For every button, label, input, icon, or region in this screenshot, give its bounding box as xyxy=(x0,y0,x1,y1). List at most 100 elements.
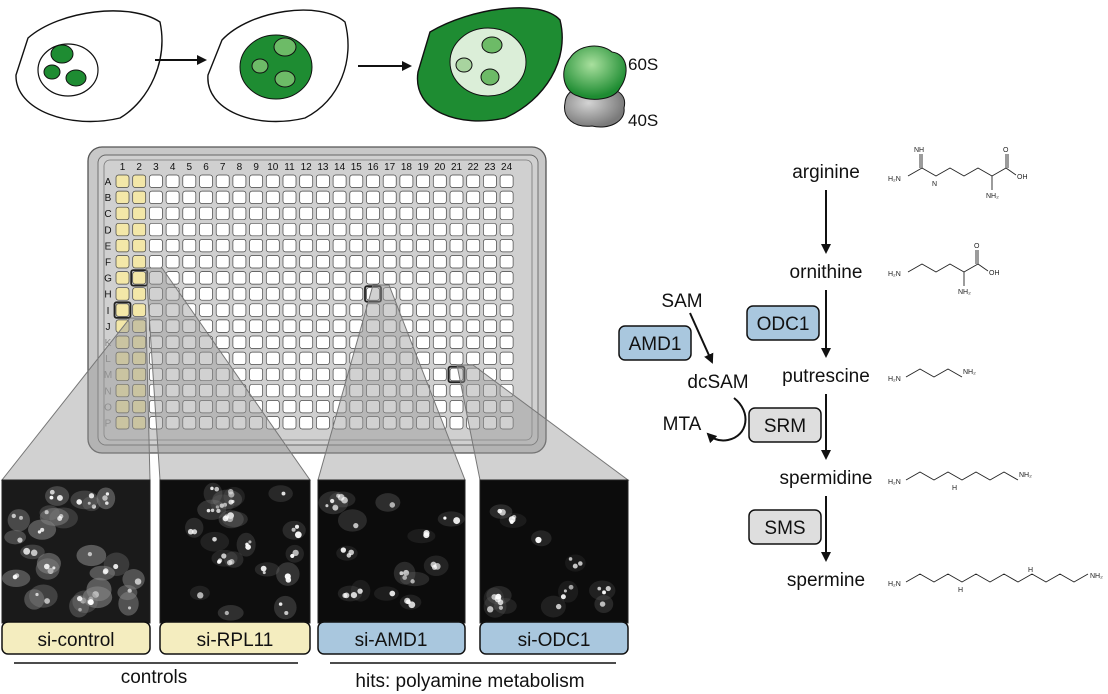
well-M17 xyxy=(382,367,397,382)
well-B5 xyxy=(182,190,197,204)
well-A10 xyxy=(265,174,280,188)
plate-col-16: 16 xyxy=(367,162,379,173)
well-P22 xyxy=(466,416,481,430)
arginine-n: N xyxy=(932,181,937,188)
plate-row-A: A xyxy=(105,177,112,188)
well-H8 xyxy=(232,287,247,301)
well-M9 xyxy=(249,367,263,382)
arginine-oh: OH xyxy=(1017,174,1028,181)
nucleolus-spot xyxy=(453,517,461,525)
well-F17 xyxy=(382,255,397,269)
well-O17 xyxy=(382,400,397,414)
well-N7 xyxy=(215,383,230,398)
well-O7 xyxy=(215,400,230,414)
well-J13 xyxy=(316,319,330,333)
well-D22 xyxy=(466,222,481,237)
well-K24 xyxy=(499,335,514,349)
well-C21 xyxy=(449,206,464,221)
well-G17 xyxy=(382,271,397,285)
well-P15 xyxy=(349,416,364,430)
cell-nucleus xyxy=(337,509,367,532)
plate-col-4: 4 xyxy=(170,162,176,173)
well-F11 xyxy=(282,255,297,269)
nucleolus-spot xyxy=(219,503,225,508)
well-K3 xyxy=(149,335,163,349)
polyamine-pathway: arginine ornithine putrescine spermidine… xyxy=(618,147,1103,594)
plate-col-21: 21 xyxy=(451,162,463,173)
well-O8 xyxy=(232,400,247,414)
well-M4 xyxy=(165,367,180,382)
nucleolus-spot xyxy=(330,498,335,504)
well-L1 xyxy=(115,351,130,365)
well-I2 xyxy=(132,303,147,317)
well-J8 xyxy=(232,319,247,333)
well-I6 xyxy=(199,303,213,317)
well-G10 xyxy=(265,271,280,285)
cell-nucleus xyxy=(218,510,244,529)
plate-col-9: 9 xyxy=(253,162,259,173)
well-G21 xyxy=(449,271,464,285)
well-P6 xyxy=(199,416,213,430)
microscopy-panels xyxy=(1,479,629,624)
nucleolus-spot xyxy=(602,590,606,595)
well-C14 xyxy=(332,206,347,221)
spermine-nh-2: H xyxy=(1028,567,1033,574)
well-L12 xyxy=(299,351,314,365)
well-L24 xyxy=(499,351,514,365)
nucleolus-spot xyxy=(44,510,49,515)
micrograph-si-control xyxy=(1,479,151,624)
well-O5 xyxy=(182,400,197,414)
nucleolus-spot xyxy=(498,605,504,610)
cell-nucleus xyxy=(70,490,99,510)
well-B8 xyxy=(232,190,247,204)
well-J10 xyxy=(265,319,280,333)
well-A24 xyxy=(499,174,514,188)
cell-nucleus xyxy=(531,530,552,547)
well-P9 xyxy=(249,416,263,430)
nucleolus-spot xyxy=(578,561,583,566)
well-E19 xyxy=(416,239,430,253)
well-F9 xyxy=(249,255,263,269)
well-A9 xyxy=(249,174,263,188)
nucleolus-spot xyxy=(56,494,63,501)
well-G3 xyxy=(149,271,163,285)
well-I12 xyxy=(299,303,314,317)
well-P1 xyxy=(115,416,130,430)
well-F22 xyxy=(466,255,481,269)
well-C20 xyxy=(432,206,447,221)
well-M6 xyxy=(199,367,213,382)
well-M15 xyxy=(349,367,364,382)
cell-nucleus xyxy=(39,505,60,521)
nucleolus-spot xyxy=(215,505,220,509)
nucleolus-spot xyxy=(495,593,502,600)
ornithine-nh2: NH₂ xyxy=(958,289,971,296)
well-N6 xyxy=(199,383,213,398)
enzyme-srm: SRM xyxy=(764,416,806,437)
well-K20 xyxy=(432,335,447,349)
well-E16 xyxy=(366,239,380,253)
well-G5 xyxy=(182,271,197,285)
well-C2 xyxy=(132,206,147,221)
well-B7 xyxy=(215,190,230,204)
nucleolus-spot xyxy=(113,564,119,570)
well-N5 xyxy=(182,383,197,398)
well-E17 xyxy=(382,239,397,253)
nucleolus-spot xyxy=(212,536,217,542)
nucleolus-spot xyxy=(560,594,566,600)
nucleolus-spot xyxy=(292,549,299,557)
zoom-well-si-control xyxy=(113,301,132,319)
nucleolus-spot xyxy=(568,557,573,561)
well-A12 xyxy=(299,174,314,188)
well-K7 xyxy=(215,335,230,349)
well-D18 xyxy=(399,222,414,237)
well-L4 xyxy=(165,351,180,365)
nucleolus-spot xyxy=(410,579,415,584)
well-N10 xyxy=(265,383,280,398)
plate-col-19: 19 xyxy=(418,162,430,173)
well-A8 xyxy=(232,174,247,188)
plate-col-24: 24 xyxy=(501,162,513,173)
nucleolus-spot xyxy=(127,606,132,610)
cell-nucleus-green xyxy=(207,9,349,123)
nucleolus-spot xyxy=(88,493,95,499)
nucleolus-spot xyxy=(192,529,198,535)
